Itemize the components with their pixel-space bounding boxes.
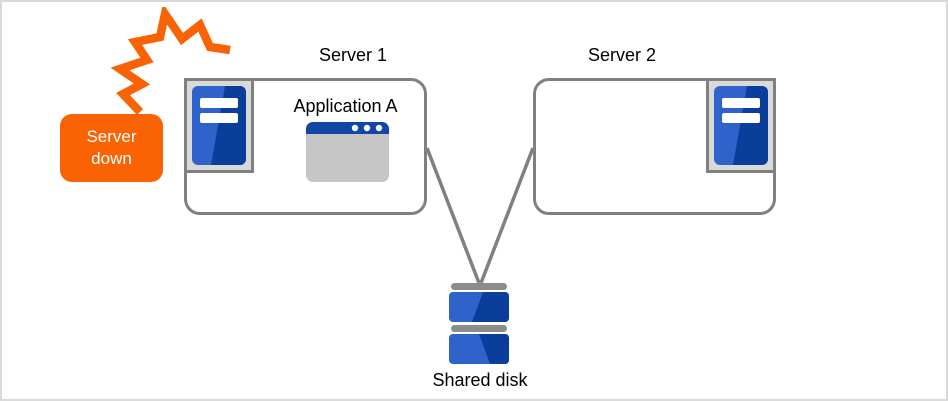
server-down-badge: Server down <box>60 114 163 182</box>
server-down-line1: Server <box>86 127 137 146</box>
server2-label: Server 2 <box>587 45 657 65</box>
server-tower-icon <box>714 86 768 165</box>
application-window-icon <box>306 122 389 182</box>
server1-icon-panel <box>184 78 254 173</box>
server-tower-icon <box>192 86 246 165</box>
crash-lightning-icon <box>110 7 231 115</box>
shared-disk-label: Shared disk <box>432 370 528 390</box>
server-down-line2: down <box>91 149 132 168</box>
shared-disk-icon <box>449 283 509 364</box>
server1-label: Server 1 <box>318 45 388 65</box>
application-a-label: Application A <box>293 96 398 116</box>
server2-icon-panel <box>706 78 776 173</box>
